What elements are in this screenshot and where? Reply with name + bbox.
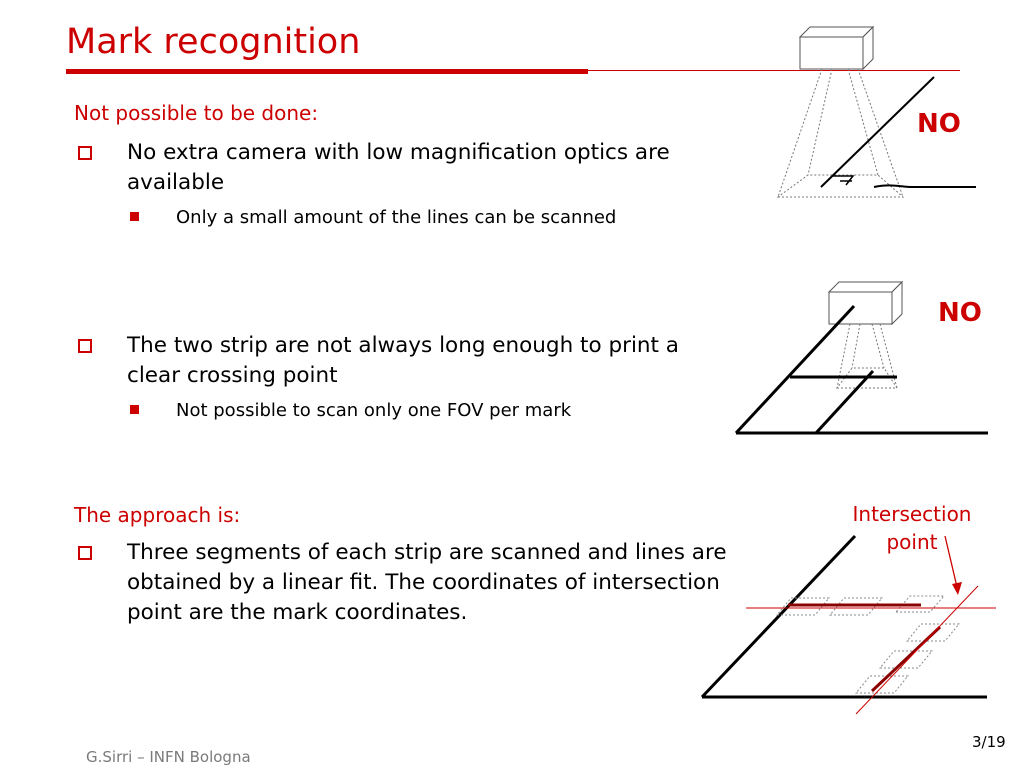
hollow-square-icon: [78, 146, 92, 160]
strip-line: [700, 534, 857, 699]
figure-intersection-fit: [700, 534, 996, 715]
strip-line: [814, 369, 875, 435]
title-underline: [66, 69, 588, 74]
figure1-no-label: NO: [917, 109, 961, 139]
sub-bullet-text: Not possible to scan only one FOV per ma…: [176, 400, 572, 421]
camera-icon: [827, 280, 904, 326]
camera-fov-cone: [836, 323, 898, 389]
mark-fragment: [833, 175, 855, 186]
callout-arrow-icon: [944, 535, 962, 595]
filled-square-icon: [130, 405, 139, 414]
section-heading-approach: The approach is:: [74, 503, 241, 527]
camera-fov-cone: [776, 68, 905, 198]
bullet-text: No extra camera with low magnification o…: [127, 140, 670, 195]
figure-camera-crossing: [734, 280, 988, 435]
intersection-point-callout: Intersection point: [852, 502, 972, 554]
filled-square-icon: [130, 212, 139, 221]
figure2-no-label: NO: [938, 298, 982, 328]
page-number: 3/19: [972, 733, 1006, 751]
fit-lines: [746, 585, 996, 715]
strip-line: [734, 304, 856, 435]
bullet-text: Three segments of each strip are scanned…: [127, 540, 727, 625]
fitted-segments: [788, 603, 942, 693]
slide-title: Mark recognition: [66, 22, 361, 62]
strip-line: [820, 76, 935, 188]
scan-fov-boxes: [775, 595, 961, 694]
hollow-square-icon: [78, 546, 92, 560]
camera-icon: [798, 25, 875, 71]
bullet-text: The two strip are not always long enough…: [127, 333, 679, 388]
footer-author: G.Sirri – INFN Bologna: [86, 748, 251, 766]
hollow-square-icon: [78, 339, 92, 353]
strip-line: [873, 184, 976, 188]
sub-bullet-text: Only a small amount of the lines can be …: [176, 207, 617, 228]
section-heading-not-possible: Not possible to be done:: [74, 101, 319, 125]
title-rule-thin: [588, 70, 960, 71]
figure-camera-single-line: [776, 25, 976, 198]
